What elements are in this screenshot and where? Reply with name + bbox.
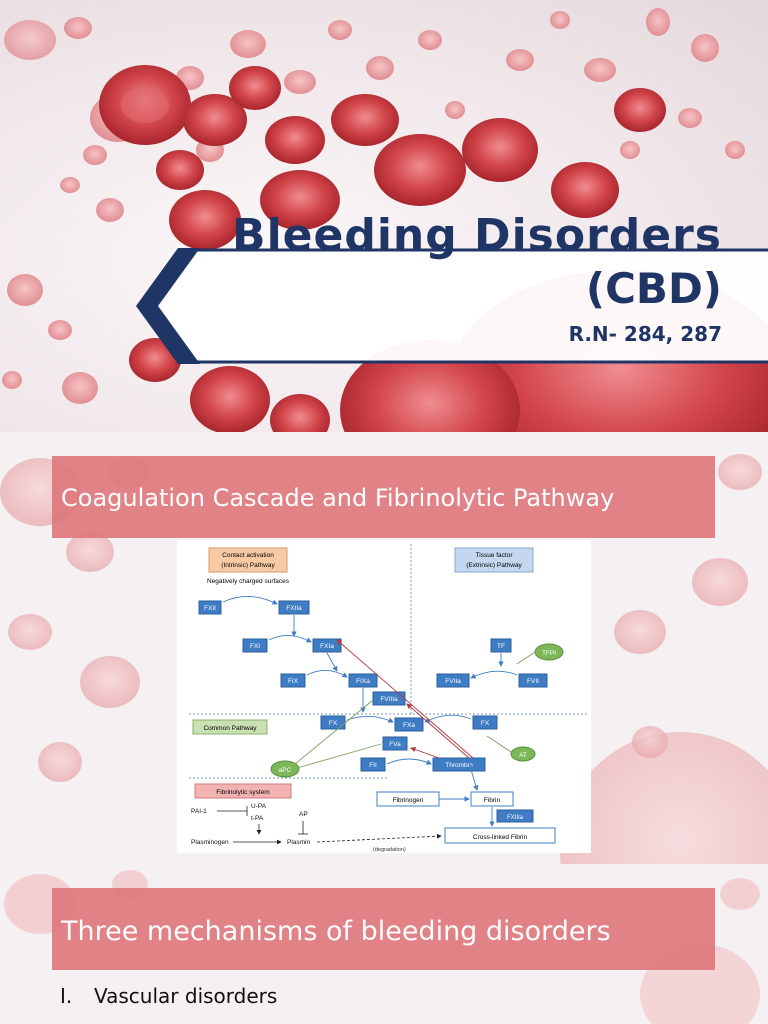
negative-surfaces-label: Negatively charged surfaces (207, 578, 290, 585)
title-chevron-band (136, 248, 768, 364)
coagulation-cascade-figure: Contact activation (Intrinsic) Pathway N… (189, 544, 587, 853)
plasminogen-label: Plasminogen (191, 839, 229, 846)
node-fxi: FXI (250, 643, 260, 650)
node-fibrinogen: Fibrinogen (393, 797, 424, 804)
common-pathway-label: Common Pathway (203, 725, 257, 732)
intrinsic-label-2: (Intrinsic) Pathway (221, 562, 275, 569)
node-fxii: FXII (204, 605, 216, 612)
node-fxiiia: FXIIIa (507, 815, 524, 821)
node-thrombin: Thrombin (445, 762, 473, 769)
node-fva: FVa (389, 741, 401, 748)
node-fix: FIX (288, 678, 299, 685)
list-item-text: Vascular disorders (94, 984, 278, 1008)
fibrinolytic-label: Fibrinolytic system (216, 789, 269, 796)
node-fxiia: FXIIa (286, 605, 302, 612)
node-fixa: FIXa (356, 678, 370, 685)
node-apc: aPC (279, 767, 292, 774)
node-tfpi: TFPI (542, 650, 556, 657)
node-crosslinked-fibrin: Cross-linked Fibrin (473, 834, 528, 841)
section-header-3: Three mechanisms of bleeding disorders (52, 888, 715, 970)
section-heading: Coagulation Cascade and Fibrinolytic Pat… (61, 484, 615, 512)
ap-label: AP (299, 811, 308, 818)
list-item: I. Vascular disorders (60, 984, 277, 1008)
extrinsic-label-1: Tissue factor (476, 552, 514, 559)
u-pa-label: U-PA (251, 803, 267, 810)
coagulation-diagram: Contact activation (Intrinsic) Pathway N… (177, 540, 591, 853)
cells-background-2 (0, 454, 768, 864)
node-at: AT (519, 752, 527, 759)
mechanisms-slide: Three mechanisms of bleeding disorders I… (0, 864, 768, 1024)
node-tf: TF (497, 643, 505, 650)
node-fviia: FVIIa (445, 678, 461, 685)
node-fx-left: FX (329, 720, 338, 727)
plasmin-label: Plasmin (287, 839, 311, 846)
mechanism-list: I. Vascular disorders (60, 984, 277, 1008)
t-pa-label: t-PA (251, 815, 264, 822)
title-line-1: Bleeding Disorders (232, 210, 722, 261)
node-fviiia: FVIIIa (380, 696, 398, 703)
intrinsic-label-1: Contact activation (222, 552, 274, 559)
node-fvii: FVII (527, 678, 539, 685)
roll-numbers: R.N- 284, 287 (568, 322, 722, 346)
title-line-2: (CBD) (585, 264, 722, 313)
node-fxa: FXa (403, 722, 415, 729)
section-header: Coagulation Cascade and Fibrinolytic Pat… (52, 456, 715, 538)
degradation-label: (degradation) (373, 847, 406, 853)
list-item-number: I. (60, 984, 73, 1008)
node-fx-right: FX (481, 720, 490, 727)
node-fii: FII (369, 762, 377, 769)
coagulation-slide: Coagulation Cascade and Fibrinolytic Pat… (0, 432, 768, 864)
node-fxia: FXIa (320, 643, 334, 650)
extrinsic-label-2: (Extrinsic) Pathway (466, 562, 522, 569)
pai-1-label: PAI-1 (191, 808, 207, 815)
section-heading-3: Three mechanisms of bleeding disorders (61, 916, 611, 947)
node-fibrin: Fibrin (484, 797, 501, 804)
title-slide: Bleeding Disorders (CBD) R.N- 284, 287 (0, 0, 768, 432)
